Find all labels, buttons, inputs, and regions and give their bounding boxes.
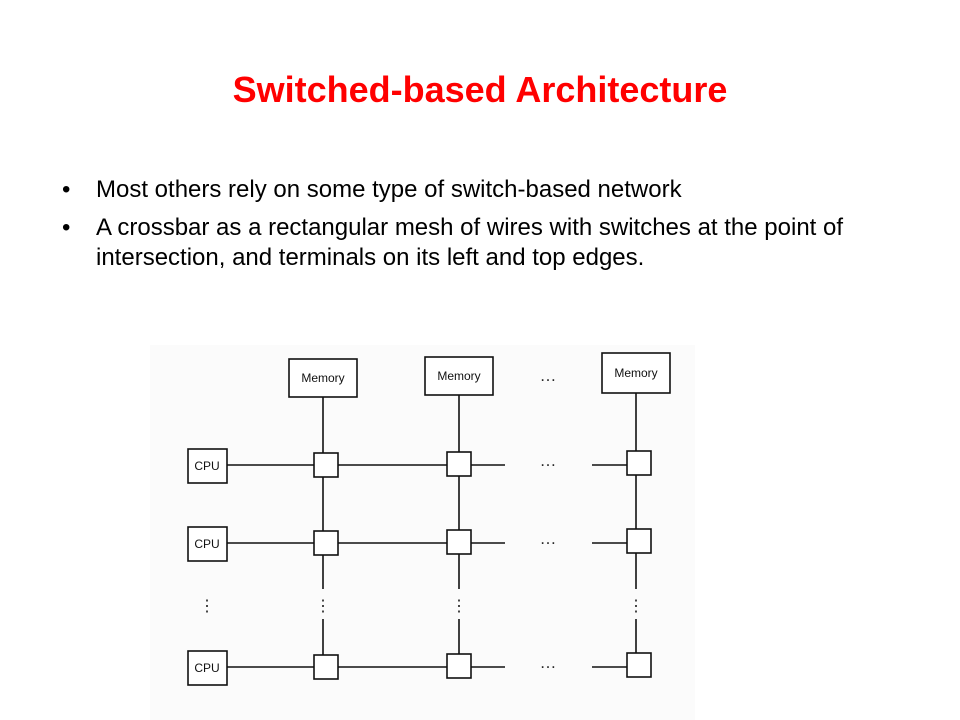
cpu-label: CPU [194, 661, 219, 675]
page-title: Switched-based Architecture [232, 69, 728, 110]
cpu-box [187, 448, 228, 484]
cpu-label: CPU [194, 537, 219, 551]
ellipsis-marker: … [540, 368, 556, 385]
switch-box [626, 528, 652, 554]
switch-box [446, 653, 472, 679]
ellipsis-marker: … [540, 655, 556, 672]
bullet-list: • Most others rely on some type of switc… [62, 175, 892, 281]
memory-label: Memory [614, 366, 657, 380]
cpu-box [187, 526, 228, 562]
bullet-text: Most others rely on some type of switch-… [96, 176, 682, 203]
vertical-ellipsis-marker: ⋮ [451, 598, 467, 615]
switch-box [626, 652, 652, 678]
cpu-box [187, 650, 228, 686]
switch-box [446, 451, 472, 477]
switch-box [446, 529, 472, 555]
vertical-ellipsis-marker: ⋮ [199, 598, 215, 615]
vertical-ellipsis-marker: ⋮ [315, 598, 331, 615]
bullet-icon: • [62, 176, 71, 203]
switch-box [313, 654, 339, 680]
memory-label: Memory [301, 371, 344, 385]
cpu-label: CPU [194, 459, 219, 473]
bullet-item: • A crossbar as a rectangular mesh of wi… [62, 213, 892, 273]
crossbar-diagram: Memory Memory Memory CPU CPU CPU … … … …… [150, 345, 695, 720]
memory-box [601, 352, 671, 394]
crossbar-svg: Memory Memory Memory CPU CPU CPU … … … …… [187, 352, 671, 686]
ellipsis-marker: … [540, 531, 556, 548]
bullet-icon: • [62, 214, 71, 241]
memory-box [288, 358, 358, 398]
bullet-item: • Most others rely on some type of switc… [62, 175, 892, 205]
switch-box [313, 530, 339, 556]
vertical-ellipsis-marker: ⋮ [628, 598, 644, 615]
switch-box [626, 450, 652, 476]
bullet-text: A crossbar as a rectangular mesh of wire… [96, 214, 844, 271]
switch-box [313, 452, 339, 478]
ellipsis-marker: … [540, 453, 556, 470]
memory-box [424, 356, 494, 396]
memory-label: Memory [437, 369, 480, 383]
